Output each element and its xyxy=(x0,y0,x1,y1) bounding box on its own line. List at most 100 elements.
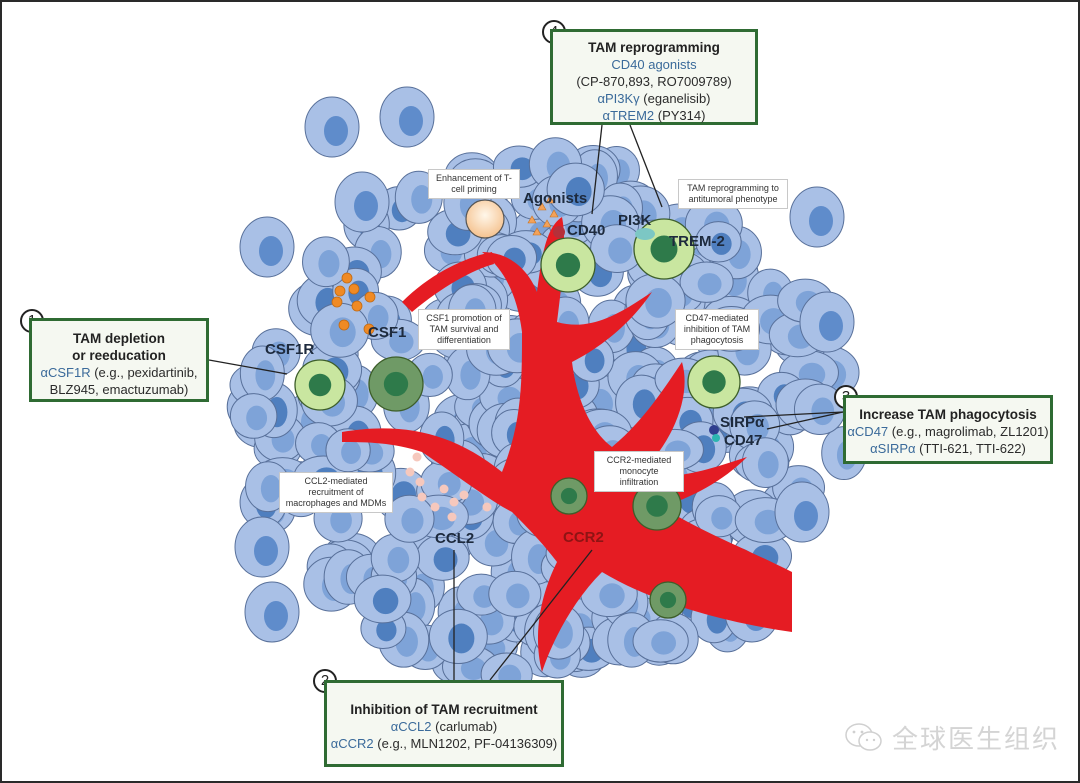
blood-vessel-branch xyxy=(402,252,494,312)
connector-box3-sirpa xyxy=(743,411,844,418)
watermark: 全球医生组织 xyxy=(844,719,1060,756)
box1-title-line2: or reeducation xyxy=(72,348,166,363)
connector-box1-csf1r xyxy=(208,359,288,375)
tam-csf1r-2 xyxy=(368,356,424,412)
box4-drug-cd40: CD40 agonists xyxy=(611,57,697,72)
note-ccl2-recruitment: CCL2-mediated recruitment of macrophages… xyxy=(279,472,393,513)
agonist-molecule xyxy=(532,227,542,236)
box4-drug-pi3k-detail: (eganelisib) xyxy=(639,91,711,106)
connector-box4-pi3k xyxy=(629,124,663,208)
box3-drug-cd47: αCD47 (e.g., magrolimab, ZL1201) xyxy=(846,423,1050,440)
tumor-cell xyxy=(590,224,645,273)
agonist-molecule xyxy=(549,209,559,218)
box3-title: Increase TAM phagocytosis xyxy=(859,407,1037,422)
box4-drug-trem2-detail: (PY314) xyxy=(654,108,706,123)
tumor-cell xyxy=(244,581,300,643)
wechat-icon xyxy=(845,722,882,751)
ccl2-molecule xyxy=(405,467,415,477)
csf1-molecule xyxy=(351,300,363,312)
blood-vessel xyxy=(342,217,792,672)
box3-drug-cd47-detail: (e.g., magrolimab, ZL1201) xyxy=(888,424,1049,439)
label-cd40: CD40 xyxy=(567,222,606,239)
box4-drug-trem2-name: αTREM2 xyxy=(602,108,655,123)
tam-cd40 xyxy=(540,237,596,293)
label-agonists: Agonists xyxy=(523,190,588,207)
label-csf1r: CSF1R xyxy=(265,341,315,358)
note-cd47-inhibition: CD47-mediated inhibition of TAM phagocyt… xyxy=(675,309,759,350)
tumor-cell xyxy=(334,171,390,233)
tumor-cell xyxy=(625,273,686,329)
monocyte-ccr2 xyxy=(550,477,588,515)
box1-drug-csf1r-name: αCSF1R xyxy=(40,365,91,380)
csf1-molecule xyxy=(338,319,350,331)
note-tcell-priming: Enhancement of T-cell priming xyxy=(428,169,520,199)
cd47-ligand xyxy=(712,434,720,442)
box2-drug-ccr2: αCCR2 (e.g., MLN1202, PF-04136309) xyxy=(327,735,561,752)
strategy-box-tam-reprogramming: TAM reprogramming CD40 agonists (CP-870,… xyxy=(550,29,758,125)
box2-drug-ccr2-name: αCCR2 xyxy=(330,736,374,751)
box2-drug-ccl2-name: αCCL2 xyxy=(390,719,432,734)
box2-drug-ccl2-detail: (carlumab) xyxy=(431,719,498,734)
tumor-cell xyxy=(353,574,412,624)
agonist-molecule xyxy=(545,195,555,204)
ccl2-molecule xyxy=(415,477,425,487)
box4-title: TAM reprogramming xyxy=(588,40,720,55)
tumor-cell xyxy=(229,393,278,439)
tumor-cell xyxy=(310,302,370,358)
agonist-molecule xyxy=(542,219,552,228)
label-ccl2: CCL2 xyxy=(435,530,475,547)
tumor-cell xyxy=(379,86,435,148)
pi3k-marker xyxy=(635,228,655,240)
ccl2-molecule xyxy=(430,502,440,512)
ccl2-molecule xyxy=(449,497,459,507)
watermark-text: 全球医生组织 xyxy=(892,724,1061,754)
note-csf1-promotion: CSF1 promotion of TAM survival and diffe… xyxy=(418,309,510,350)
sirpa-receptor xyxy=(709,425,719,435)
tumor-cell xyxy=(239,216,295,278)
tumor-cell xyxy=(370,533,420,583)
csf1-molecule xyxy=(364,291,376,303)
strategy-box-inhibit-recruitment: Inhibition of TAM recruitment αCCL2 (car… xyxy=(324,680,564,767)
tam-cd47 xyxy=(687,355,741,409)
ccl2-molecule xyxy=(459,490,469,500)
agonist-molecule xyxy=(527,215,537,224)
label-sirpa: SIRPα xyxy=(720,414,765,431)
csf1-molecule xyxy=(341,272,353,284)
tumor-cell xyxy=(546,162,605,217)
box4-drug-pi3k-name: αPI3Kγ xyxy=(597,91,640,106)
tumor-cell xyxy=(428,608,488,665)
tumor-cell xyxy=(799,291,855,353)
csf1-molecule xyxy=(348,283,360,295)
tam-csf1r-1 xyxy=(294,359,346,411)
ccl2-molecule xyxy=(417,492,427,502)
note-ccr2-infiltration: CCR2-mediated monocyte infiltration xyxy=(594,451,684,492)
label-pi3k: PI3K xyxy=(618,212,652,229)
box2-drug-ccl2: αCCL2 (carlumab) xyxy=(327,718,561,735)
tumor-cell xyxy=(304,96,360,158)
csf1-molecule xyxy=(363,323,375,335)
agonist-molecule xyxy=(537,202,547,211)
cd40-receptor xyxy=(553,226,565,238)
box4-drug-cd40-detail: (CP-870,893, RO7009789) xyxy=(576,74,732,89)
box4-drug-pi3k: αPI3Kγ (eganelisib) xyxy=(553,90,755,107)
tumor-cell xyxy=(632,619,689,663)
box1-drug-csf1r: αCSF1R (e.g., pexidartinib, xyxy=(32,364,206,381)
ccl2-molecule xyxy=(412,452,422,462)
monocyte-vessel xyxy=(649,581,687,619)
tumor-cell xyxy=(741,437,789,489)
csf1-molecule xyxy=(331,296,343,308)
box3-drug-sirpa-detail: (TTI-621, TTI-622) xyxy=(915,441,1026,456)
ccl2-molecule xyxy=(447,512,457,522)
tumor-cell xyxy=(694,495,743,538)
t-cell xyxy=(465,199,505,239)
tumor-cell xyxy=(774,481,830,543)
ccl2-molecule xyxy=(439,484,449,494)
tumor-cell xyxy=(351,291,399,340)
tumor-cell xyxy=(789,186,845,248)
connector-box4-cd40 xyxy=(591,124,603,215)
tumor-cell xyxy=(679,261,734,303)
box1-title-line1: TAM depletion xyxy=(73,331,165,346)
connector-box3-cd47 xyxy=(766,411,844,430)
strategy-box-tam-depletion: TAM depletion or reeducation αCSF1R (e.g… xyxy=(29,318,209,402)
